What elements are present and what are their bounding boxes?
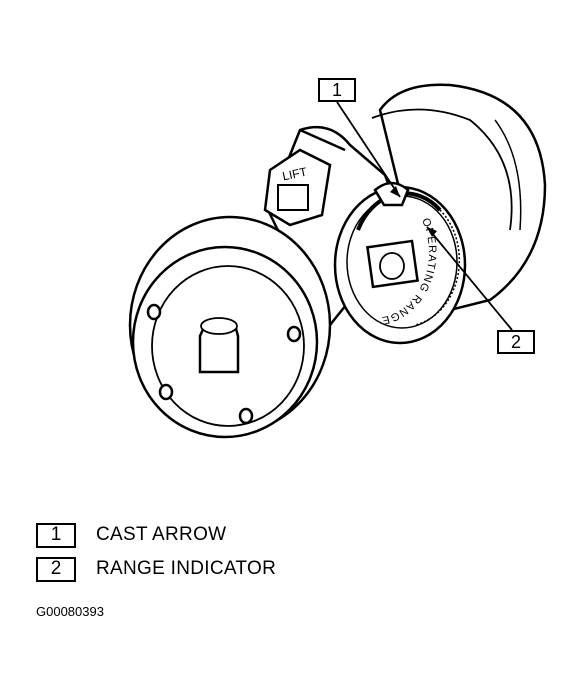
legend-number: 1 xyxy=(36,522,76,548)
callout-2: 2 xyxy=(497,330,535,354)
legend-text: CAST ARROW xyxy=(96,524,227,545)
tensioner-face xyxy=(333,181,467,345)
callout-1-leader xyxy=(336,101,401,198)
legend-number: 2 xyxy=(36,556,76,582)
legend-item: 1 CAST ARROW xyxy=(36,518,276,552)
figure-id: G00080393 xyxy=(36,604,104,619)
bolt xyxy=(158,383,174,401)
callout-2-arrowhead xyxy=(427,227,437,237)
callout-2-number: 2 xyxy=(510,331,521,352)
bolt xyxy=(146,303,162,321)
bolt xyxy=(238,407,254,425)
legend-item: 2 RANGE INDICATOR xyxy=(36,552,276,586)
bolt xyxy=(286,325,302,343)
lift-label: LIFT xyxy=(281,165,309,184)
legend: 1 CAST ARROW 2 RANGE INDICATOR xyxy=(36,518,276,586)
cast-arrow xyxy=(373,181,410,207)
pulley xyxy=(128,215,332,439)
legend-text: RANGE INDICATOR xyxy=(96,558,277,579)
callout-1: 1 xyxy=(318,78,356,102)
callout-1-number: 1 xyxy=(331,79,342,100)
callout-2-leader xyxy=(426,226,513,331)
lift-slot: LIFT xyxy=(263,148,332,227)
belt-tensioner-diagram: LIFT OPERATING RANGE xyxy=(128,83,547,439)
callout-1-arrowhead xyxy=(390,186,400,197)
